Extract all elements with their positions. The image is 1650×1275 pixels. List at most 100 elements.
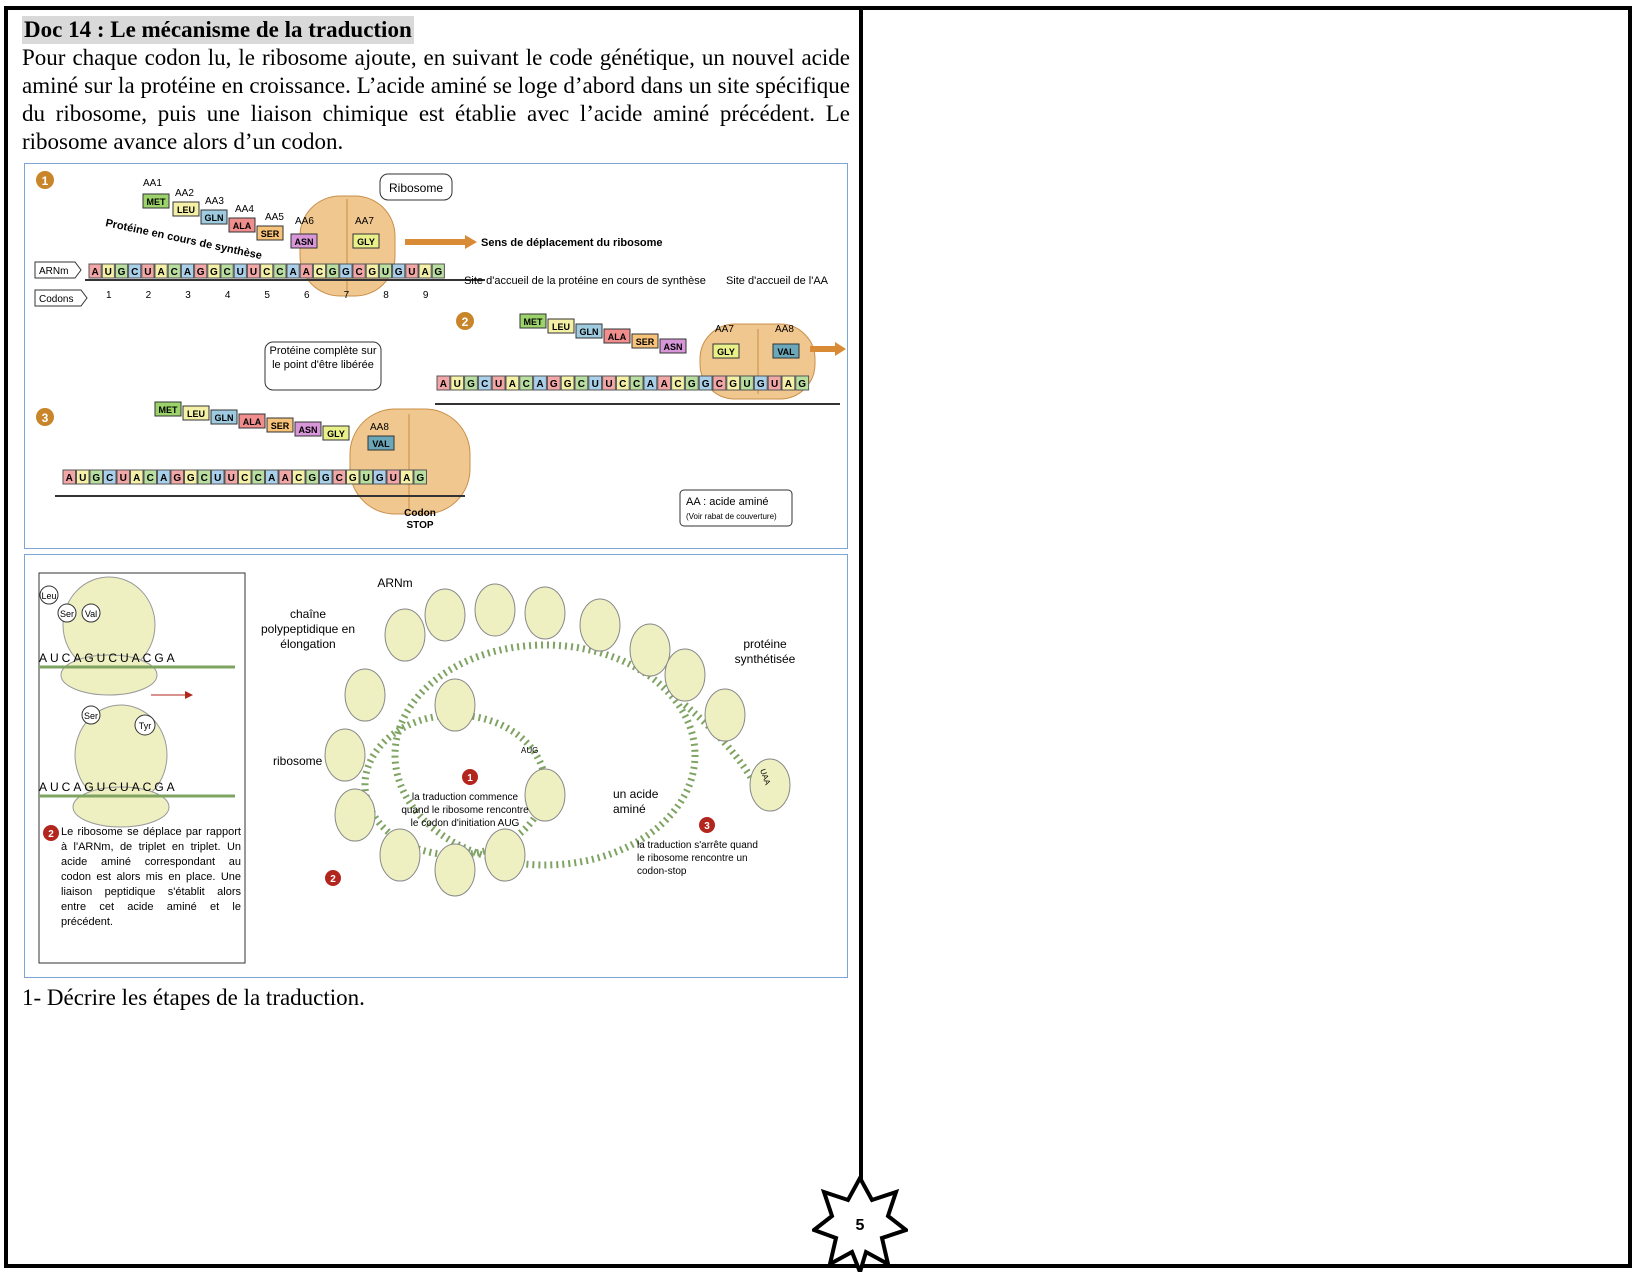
nucleotide-letter: U: [592, 379, 599, 390]
nucleotide: [615, 375, 630, 391]
nucleotide-letter: C: [716, 379, 723, 390]
svg-text:ASN: ASN: [298, 425, 317, 435]
ribosome-unit: [434, 843, 476, 897]
nucleotide: [305, 469, 319, 485]
ribosome-unit: [424, 588, 466, 642]
svg-text:2: 2: [330, 874, 336, 885]
svg-text:1: 1: [42, 174, 49, 188]
svg-text:GLN: GLN: [205, 213, 224, 223]
nucleotide: [671, 375, 685, 391]
svg-text:MET: MET: [159, 405, 179, 415]
inset-aa-circles: Leu Ser Val Ser Tyr: [39, 585, 156, 736]
nucleotide-letter: A: [282, 473, 289, 484]
nucleotide: [194, 263, 208, 279]
svg-text:LEU: LEU: [177, 205, 195, 215]
nucleotide: [386, 469, 400, 485]
site-protein-label: Site d'accueil de la protéine en cours d…: [464, 275, 706, 287]
nucleotide-letter: C: [201, 473, 208, 484]
step3-aa-chain: MET LEU GLN ALA SER ASN GLY AA8 VAL: [154, 401, 395, 451]
nucleotide-letter: G: [187, 473, 195, 484]
nucleotide: [629, 375, 644, 391]
codon-number: 7: [344, 290, 350, 301]
svg-text:SER: SER: [636, 337, 655, 347]
nucleotide-letter: G: [729, 379, 737, 390]
nucleotide: [184, 469, 198, 485]
nucleotide: [88, 263, 102, 279]
nucleotide: [346, 469, 360, 485]
chain-label: chaîne polypeptidique en élongation: [260, 607, 356, 651]
nucleotide-letter: C: [241, 473, 248, 484]
ribosome-callout: [379, 173, 453, 201]
nucleotide: [286, 263, 300, 279]
svg-text:AA4: AA4: [235, 204, 254, 215]
nucleotide: [233, 263, 247, 279]
nucleotide-letter: U: [144, 267, 151, 278]
nucleotide: [365, 263, 379, 279]
nucleotide: [251, 469, 265, 485]
svg-text:Ser: Ser: [60, 609, 74, 619]
nucleotide: [170, 469, 184, 485]
nucleotide: [157, 469, 171, 485]
nucleotide: [684, 375, 699, 391]
nucleotide: [560, 375, 575, 391]
svg-text:MET: MET: [147, 197, 167, 207]
nucleotide: [238, 469, 252, 485]
nucleotide-letter: C: [171, 267, 178, 278]
nucleotide-letter: C: [481, 379, 488, 390]
nucleotide-letter: C: [316, 267, 323, 278]
nucleotide: [224, 469, 238, 485]
nucleotide-letter: U: [605, 379, 612, 390]
cycle-step1-badge: [462, 769, 478, 785]
nucleotide-letter: G: [368, 267, 376, 278]
legend-sub: (Voir rabat de couverture): [686, 512, 777, 521]
nucleotide: [180, 263, 195, 279]
nucleotide-letter: A: [785, 379, 792, 390]
svg-text:ALA: ALA: [243, 417, 262, 427]
nucleotide: [101, 263, 115, 279]
nucleotide-letter: C: [619, 379, 626, 390]
svg-text:LEU: LEU: [187, 409, 205, 419]
svg-text:3: 3: [42, 411, 49, 425]
nucleotide: [373, 469, 387, 485]
arnm-tag: ARNm: [34, 261, 82, 279]
codon-number: 2: [146, 290, 152, 301]
nucleotide-letter: A: [289, 267, 296, 278]
page-frame: [4, 6, 1632, 1268]
ribosome-unit: [334, 788, 376, 842]
nucleotide-letter: A: [536, 379, 543, 390]
inset-caption: Le ribosome se déplace par rapport à l'A…: [61, 826, 241, 928]
svg-text:GLY: GLY: [717, 347, 735, 357]
nucleotide-letter: C: [255, 473, 262, 484]
svg-text:VAL: VAL: [372, 439, 390, 449]
svg-text:AA5: AA5: [265, 212, 284, 223]
svg-text:GLN: GLN: [580, 327, 599, 337]
nucleotide: [740, 375, 754, 391]
step1-badge: 1: [36, 171, 54, 189]
step2-badge: 2: [456, 312, 474, 330]
nucleotide: [76, 469, 90, 485]
nucleotide: [781, 375, 796, 391]
protein-synth-label: protéine synthétisée: [734, 637, 796, 666]
codons-tag: Codons: [34, 289, 88, 307]
inset-sequence-2: AUCAGUCUACGA: [39, 780, 178, 794]
aa-label: un acide aminé: [613, 787, 659, 816]
ribosome-unit: [579, 598, 621, 652]
nucleotide-letter: A: [160, 473, 167, 484]
codon-number: 9: [423, 290, 429, 301]
nucleotide: [352, 263, 366, 279]
nucleotide: [657, 375, 672, 391]
site-aa-label: Site d'accueil de l'AA: [726, 275, 829, 287]
nucleotide-letter: C: [633, 379, 640, 390]
nucleotide-letter: A: [91, 267, 98, 278]
ribosome-unit: [704, 688, 746, 742]
ribosome-unit: [524, 586, 566, 640]
nucleotide-letter: A: [509, 379, 516, 390]
nucleotide: [246, 263, 261, 279]
codon-number: 1: [106, 290, 112, 301]
start-text: la traduction commence quand le ribosome…: [401, 792, 529, 829]
inset-sequence-1: AUCAGUCUACGA: [39, 651, 178, 665]
nucleotide: [400, 469, 414, 485]
svg-text:VAL: VAL: [777, 347, 795, 357]
nucleotide-letter: C: [223, 267, 230, 278]
